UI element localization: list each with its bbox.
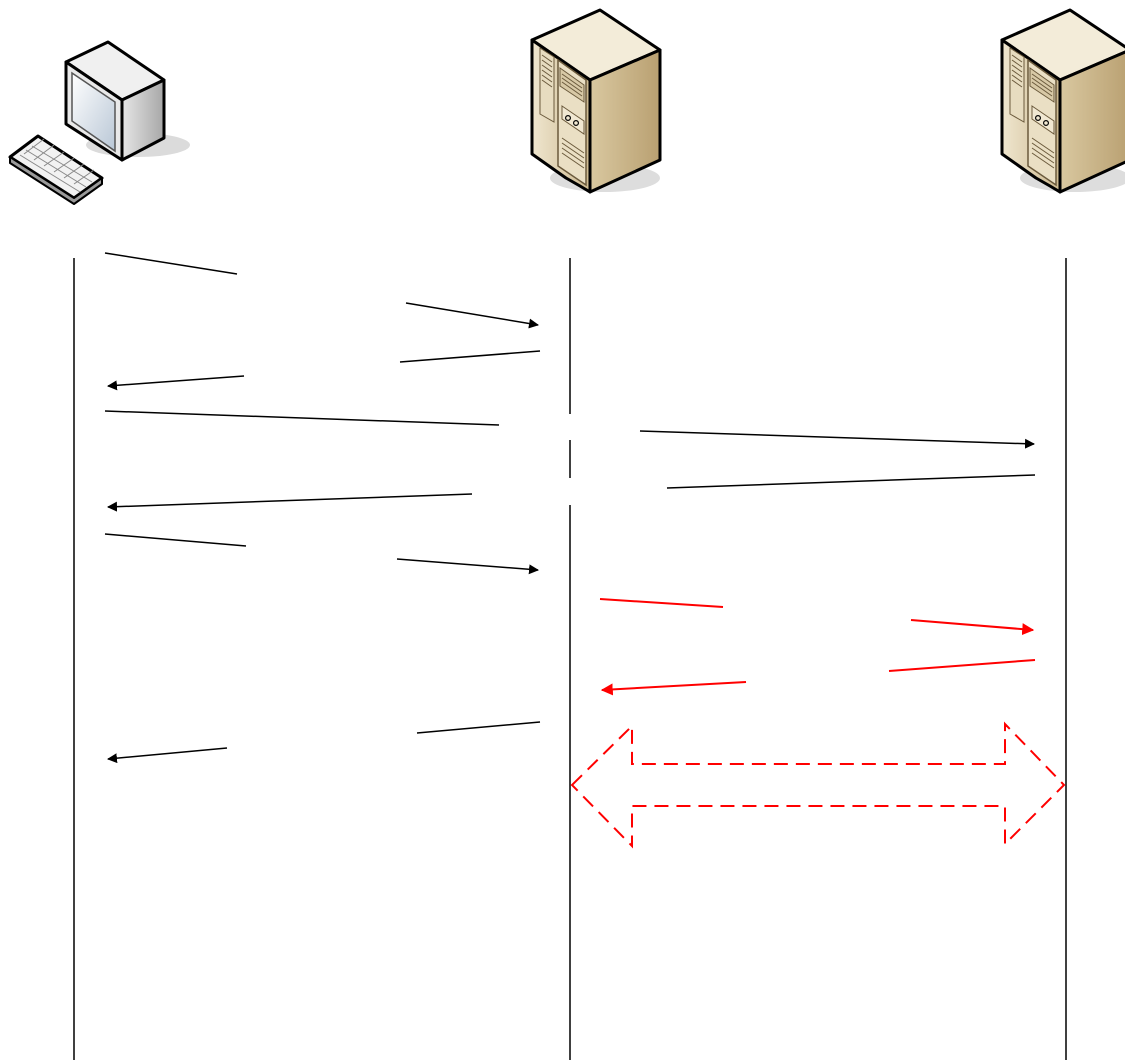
message-6-start: [599, 598, 724, 608]
message-1-start: [104, 252, 238, 275]
message-7-end: [600, 681, 747, 696]
desktop-computer-icon: [8, 40, 190, 205]
message-8-end: [107, 747, 228, 764]
messages: [104, 252, 1036, 764]
highlight-messages: [599, 598, 1036, 696]
message-5-start: [104, 533, 247, 547]
message-5-end: [396, 558, 539, 575]
message-3-start: [104, 410, 500, 426]
server-tower-icon: [530, 8, 662, 194]
message-4-end: [107, 493, 473, 512]
message-2-end: [107, 375, 245, 391]
server-tower-icon: [1000, 8, 1125, 194]
message-2-start: [399, 350, 541, 363]
lifelines: [73, 258, 1067, 1060]
message-6-end: [910, 619, 1035, 636]
message-1-end: [405, 302, 539, 329]
message-4-start: [666, 474, 1036, 489]
message-8-start: [416, 721, 541, 734]
bidirectional-dashed-arrow: [570, 721, 1066, 849]
message-7-start: [888, 659, 1036, 672]
message-3-end: [639, 430, 1035, 449]
